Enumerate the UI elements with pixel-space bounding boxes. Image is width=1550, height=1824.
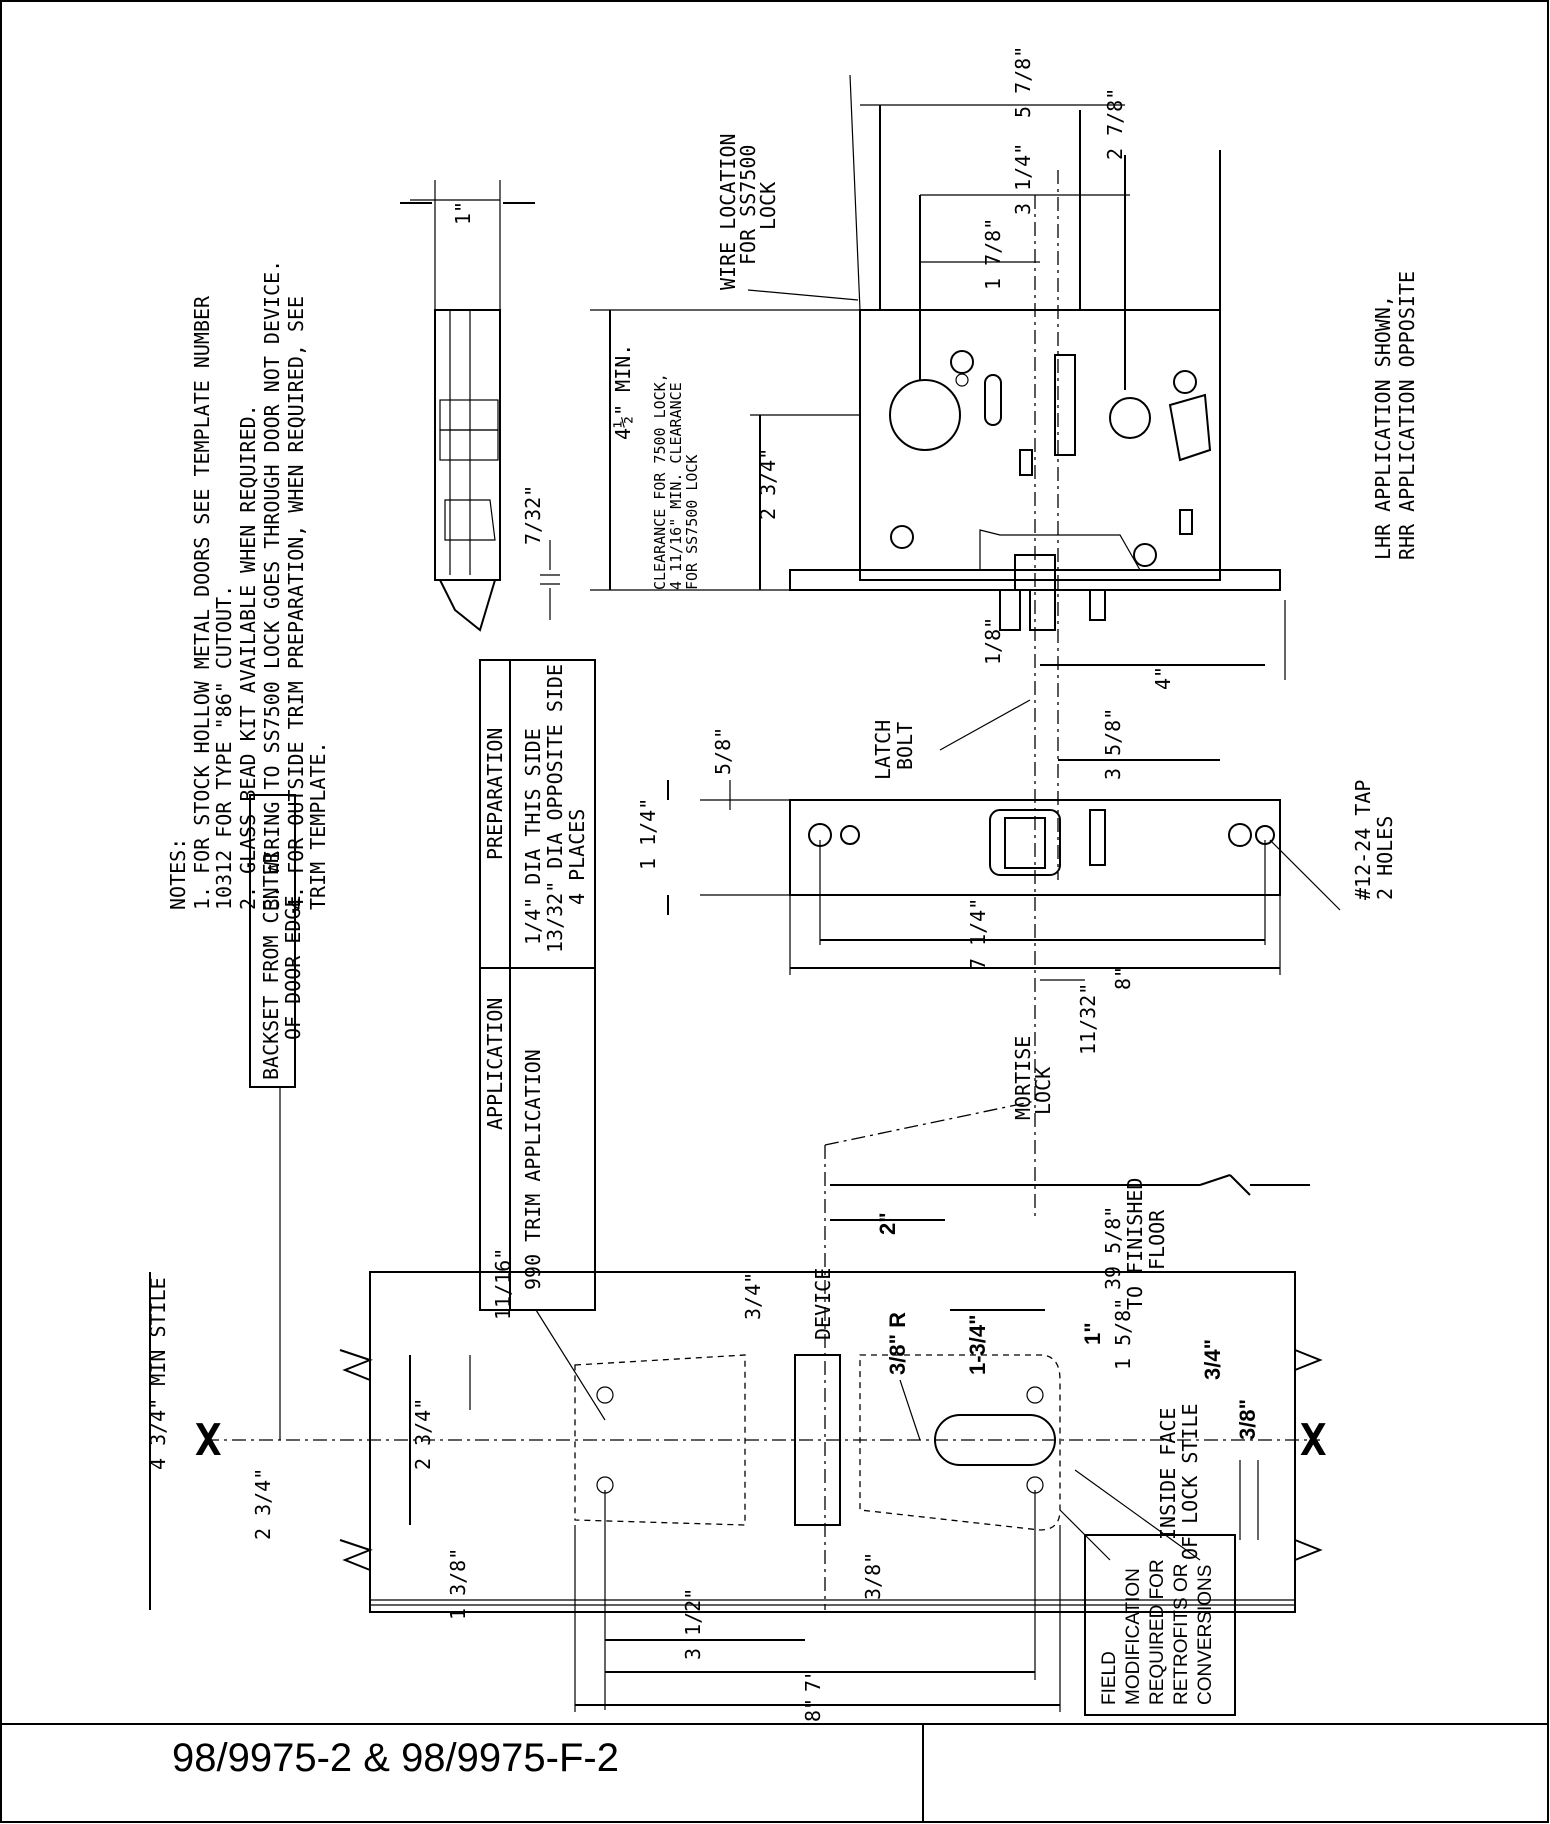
field-mod-box (1084, 1534, 1236, 1716)
field-mod-2: MODIFICATION (1123, 1568, 1144, 1705)
notes-heading: NOTES: (166, 838, 190, 910)
dim-5-7-8: 5 7/8" (1011, 46, 1035, 118)
lhr-label-2: RHR APPLICATION OPPOSITE (1395, 271, 1419, 560)
lhr-label-1: LHR APPLICATION SHOWN, (1371, 295, 1395, 560)
dim-3-5-8: 3 5/8" (1101, 708, 1125, 780)
dim-4: 4" (1151, 666, 1175, 690)
table-header-preparation: PREPARATION (483, 728, 507, 860)
dim-8-bottom: 8" (801, 1698, 825, 1722)
dim-1-8: 1/8" (981, 617, 1005, 665)
backset-label-2: OF DOOR EDGE (281, 896, 305, 1041)
field-mod-4: RETROFITS OR (1171, 1564, 1192, 1705)
mortise-1: MORTISE (1011, 1036, 1035, 1120)
lock-side-view (400, 180, 560, 632)
table-cell-application: 990 TRIM APPLICATION (521, 1049, 545, 1290)
dim-1-3-4: 1-3/4" (965, 1314, 990, 1375)
dim-1-3-8: 1 3/8" (446, 1548, 470, 1620)
dim-8-face: 8" (1111, 966, 1135, 990)
x-mark-right: X (1300, 1415, 1327, 1466)
wire-location-1: WIRE LOCATION (716, 133, 740, 290)
dim-2-3-4-case: 2 3/4" (756, 448, 780, 520)
stile-min: 4 3/4" MIN STILE (146, 1277, 170, 1470)
prep-table (479, 659, 596, 1311)
faceplate (789, 799, 1281, 896)
device-cutout-left (574, 1354, 746, 1526)
note-line-4: 3. WIRING TO SS7500 LOCK GOES THROUGH DO… (260, 260, 284, 910)
clearance-3: FOR SS7500 LOCK (683, 455, 701, 590)
dim-3-8-b: 3/8" (861, 1552, 885, 1600)
table-cell-prep-1: 1/4" DIA THIS SIDE (521, 728, 545, 945)
inside-face-1: INSIDE FACE (1156, 1408, 1180, 1540)
x-mark-left: X (195, 1415, 222, 1466)
dim-min: 4½" MIN. (611, 344, 635, 440)
field-mod-3: REQUIRED FOR (1147, 1559, 1168, 1705)
tap-label-2: 2 HOLES (1373, 816, 1397, 900)
dim-11-16: 11/16" (491, 1248, 515, 1320)
mortise-2: LOCK (1031, 1067, 1055, 1115)
dim-7-1-4: 7 1/4" (966, 898, 990, 970)
notes-block: NOTES: 1. FOR STOCK HOLLOW METAL DOORS S… (166, 260, 330, 910)
dim-7-32: 7/32" (521, 485, 545, 545)
dim-2-device: 2" (875, 1212, 900, 1235)
dim-2-7-8: 2 7/8" (1103, 88, 1127, 160)
dim-3-1-4: 3 1/4" (1011, 143, 1035, 215)
wire-location-3: LOCK (756, 182, 780, 230)
field-mod-5: CONVERSIONS (1195, 1565, 1216, 1705)
dim-1-device: 1" (1080, 1322, 1105, 1345)
field-mod-1: FIELD (1099, 1651, 1120, 1705)
note-line-1: 1. FOR STOCK HOLLOW METAL DOORS SEE TEMP… (190, 295, 214, 910)
clearance-1: CLEARANCE FOR 7500 LOCK, (651, 373, 669, 590)
dim-1-5-8: 1 5/8" (1111, 1298, 1135, 1370)
dim-11-32: 11/32" (1076, 983, 1100, 1055)
latch-bolt-1: LATCH (871, 720, 895, 780)
floor-label-2: FLOOR (1145, 1209, 1169, 1270)
dim-7: 7" (801, 1668, 825, 1692)
dim-3-4-top: 3/4" (741, 1272, 765, 1320)
note-line-3: 2. GLASS BEAD KIT AVAILABLE WHEN REQUIRE… (236, 404, 260, 910)
floor-label-1: TO FINISHED (1123, 1178, 1147, 1310)
model-title: 98/9975-2 & 98/9975-F-2 (172, 1736, 619, 1780)
inside-face-2: OF LOCK STILE (1178, 1403, 1202, 1560)
dim-3-1-2: 3 1/2" (681, 1588, 705, 1660)
dim-2-3-4-b: 2 3/4" (411, 1398, 435, 1470)
backset-box (249, 794, 296, 1088)
wire-location-2: FOR SS7500 (736, 145, 760, 265)
dim-5-8-face: 5/8" (711, 727, 735, 775)
dim-1-7-8: 1 7/8" (981, 218, 1005, 290)
note-line-6: TRIM TEMPLATE. (306, 741, 330, 910)
floor-dim: 39 5/8" (1101, 1206, 1125, 1290)
table-cell-prep-3: 4 PLACES (565, 809, 589, 905)
note-line-2: 10312 FOR TYPE "86" CUTOUT. (212, 585, 236, 910)
lock-case (789, 74, 1281, 631)
dim-1in-side: 1" (451, 201, 475, 225)
clearance-2: 4 11/16" MIN. CLEARANCE (667, 382, 685, 590)
door-stile (369, 1271, 1296, 1613)
device-cutout-right (859, 1354, 1061, 1531)
table-cell-prep-2: 13/32" DIA OPPOSITE SIDE (543, 664, 567, 953)
tap-label-1: #12-24 TAP (1351, 780, 1375, 900)
dim-3-8-r: 3/8" R (885, 1312, 910, 1375)
device-label: DEVICE (811, 1268, 835, 1340)
dim-2-3-4-stile: 2 3/4" (251, 1468, 275, 1540)
dim-3-4: 3/4" (1200, 1339, 1225, 1380)
dim-1-1-4: 1 1/4" (636, 798, 660, 870)
table-header-application: APPLICATION (483, 998, 507, 1130)
latch-bolt-2: BOLT (893, 722, 917, 770)
backset-label-1: BACKSET FROM CENTER (259, 850, 283, 1080)
dim-3-8: 3/8" (1235, 1399, 1260, 1440)
